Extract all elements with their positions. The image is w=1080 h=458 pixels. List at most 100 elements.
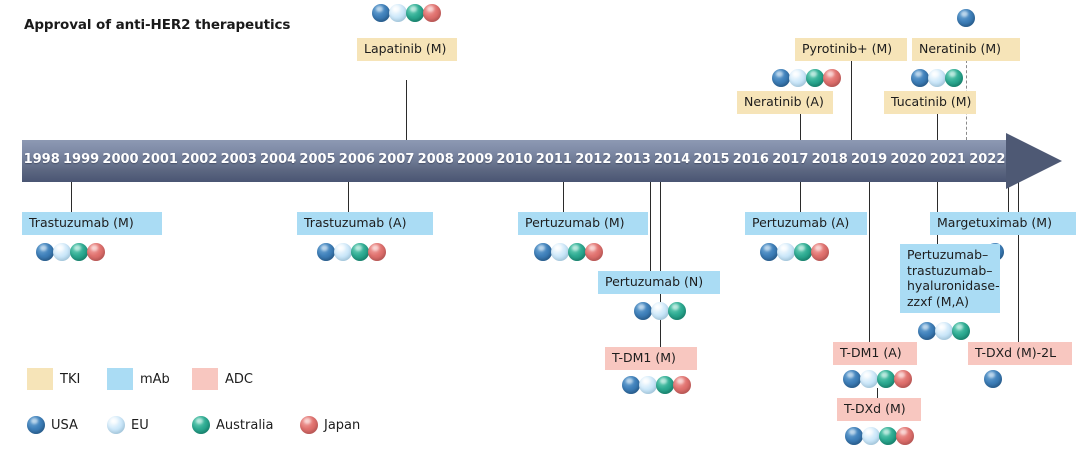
year-label-2021: 2021: [929, 152, 966, 167]
region-dot-usa: [634, 302, 652, 320]
legend-dot-japan: [300, 416, 318, 434]
region-dots-trastuzumab-m: [36, 243, 105, 261]
connector-pertuzumab-a: [800, 182, 802, 212]
region-dot-japan: [894, 370, 912, 388]
region-dot-usa: [845, 427, 863, 445]
region-dot-eu: [639, 376, 657, 394]
region-dots-t-dm1-a: [843, 370, 912, 388]
region-dots-neratinib-a: [772, 69, 841, 87]
region-dot-japan: [423, 4, 441, 22]
legend-dot-australia: [192, 416, 210, 434]
year-label-2003: 2003: [220, 152, 257, 167]
region-dots-pertuzumab-a: [760, 243, 829, 261]
approval-label-t-dxd-m-2l[interactable]: T-DXd (M)-2L: [968, 342, 1072, 365]
approval-label-neratinib-m[interactable]: Neratinib (M): [912, 38, 1020, 61]
legend-class-label: TKI: [60, 371, 81, 387]
connector-trastuzumab-m: [71, 182, 73, 212]
region-dot-japan: [823, 69, 841, 87]
legend-class-adc: ADC: [192, 368, 253, 390]
region-dot-usa: [36, 243, 54, 261]
year-label-2016: 2016: [732, 152, 769, 167]
connector-t-dm1-m: [660, 182, 662, 347]
connector-t-dxd-m: [877, 388, 879, 398]
region-dot-usa: [911, 69, 929, 87]
legend-swatch-mab: [107, 368, 133, 390]
approval-label-pyrotinib-m[interactable]: Pyrotinib+ (M): [795, 38, 907, 61]
year-label-2010: 2010: [496, 152, 533, 167]
region-dots-lapatinib-m: [372, 4, 441, 22]
region-dot-japan: [87, 243, 105, 261]
connector-pyrotinib-m: [851, 60, 853, 140]
approval-label-pertuzumab-trastuzumab-hyaluronidase-zzxf-m-a[interactable]: Pertuzumab–trastuzumab–hyaluronidase-zzx…: [900, 244, 1000, 313]
approval-label-trastuzumab-a[interactable]: Trastuzumab (A): [297, 212, 433, 235]
year-label-2015: 2015: [693, 152, 730, 167]
approval-label-t-dm1-a[interactable]: T-DM1 (A): [833, 342, 917, 365]
year-label-2011: 2011: [535, 152, 572, 167]
year-label-2004: 2004: [260, 152, 297, 167]
region-dot-australia: [70, 243, 88, 261]
approval-label-t-dm1-m[interactable]: T-DM1 (M): [605, 347, 697, 370]
legend-region-eu: EU: [107, 416, 149, 434]
approval-label-tucatinib-m[interactable]: Tucatinib (M): [884, 91, 976, 114]
region-dot-usa: [760, 243, 778, 261]
year-label-2002: 2002: [181, 152, 218, 167]
region-dot-eu: [334, 243, 352, 261]
approval-label-pertuzumab-n[interactable]: Pertuzumab (N): [598, 271, 720, 294]
connector-t-dm1-a: [869, 182, 871, 342]
region-dot-eu: [789, 69, 807, 87]
region-dot-eu: [551, 243, 569, 261]
year-label-2014: 2014: [654, 152, 691, 167]
region-dot-japan: [896, 427, 914, 445]
connector-tucatinib-m: [937, 113, 939, 140]
figure-title: Approval of anti-HER2 therapeutics: [24, 17, 291, 33]
legend-class-label: ADC: [225, 371, 253, 387]
approval-label-neratinib-a[interactable]: Neratinib (A): [737, 91, 833, 114]
connector-trastuzumab-a: [348, 182, 350, 212]
region-dot-eu: [935, 322, 953, 340]
approval-label-margetuximab-m[interactable]: Margetuximab (M): [930, 212, 1076, 235]
region-dots-t-dxd-m-2l: [984, 370, 1002, 388]
region-dot-australia: [952, 322, 970, 340]
region-dots-t-dxd-m: [845, 427, 914, 445]
year-label-2017: 2017: [772, 152, 809, 167]
region-dot-australia: [879, 427, 897, 445]
region-dot-australia: [656, 376, 674, 394]
region-dot-australia: [794, 243, 812, 261]
year-label-2006: 2006: [338, 152, 375, 167]
region-dot-usa: [772, 69, 790, 87]
approval-label-trastuzumab-m[interactable]: Trastuzumab (M): [22, 212, 162, 235]
year-label-2000: 2000: [102, 152, 139, 167]
legend-swatch-adc: [192, 368, 218, 390]
year-label-2012: 2012: [575, 152, 612, 167]
year-label-1998: 1998: [23, 152, 60, 167]
region-dot-eu: [862, 427, 880, 445]
region-dot-usa: [372, 4, 390, 22]
year-label-2022: 2022: [969, 152, 1006, 167]
approval-label-pertuzumab-m[interactable]: Pertuzumab (M): [518, 212, 648, 235]
region-dot-usa: [957, 9, 975, 27]
connector-neratinib-a: [800, 113, 802, 140]
region-dots-t-dm1-m: [622, 376, 691, 394]
year-label-2018: 2018: [811, 152, 848, 167]
year-label-1999: 1999: [63, 152, 100, 167]
region-dot-japan: [368, 243, 386, 261]
region-dot-japan: [811, 243, 829, 261]
region-dot-australia: [806, 69, 824, 87]
year-label-2009: 2009: [457, 152, 494, 167]
connector-margetuximab-m: [1008, 182, 1010, 212]
region-dot-japan: [585, 243, 603, 261]
region-dot-japan: [673, 376, 691, 394]
approval-label-lapatinib-m[interactable]: Lapatinib (M): [357, 38, 457, 61]
approval-label-pertuzumab-a[interactable]: Pertuzumab (A): [745, 212, 867, 235]
year-label-2005: 2005: [299, 152, 336, 167]
region-dot-eu: [860, 370, 878, 388]
region-dot-australia: [945, 69, 963, 87]
region-dot-usa: [843, 370, 861, 388]
legend-dot-usa: [27, 416, 45, 434]
approval-label-t-dxd-m[interactable]: T-DXd (M): [837, 398, 921, 421]
legend-region-japan: Japan: [300, 416, 360, 434]
year-label-2013: 2013: [614, 152, 651, 167]
region-dot-usa: [984, 370, 1002, 388]
